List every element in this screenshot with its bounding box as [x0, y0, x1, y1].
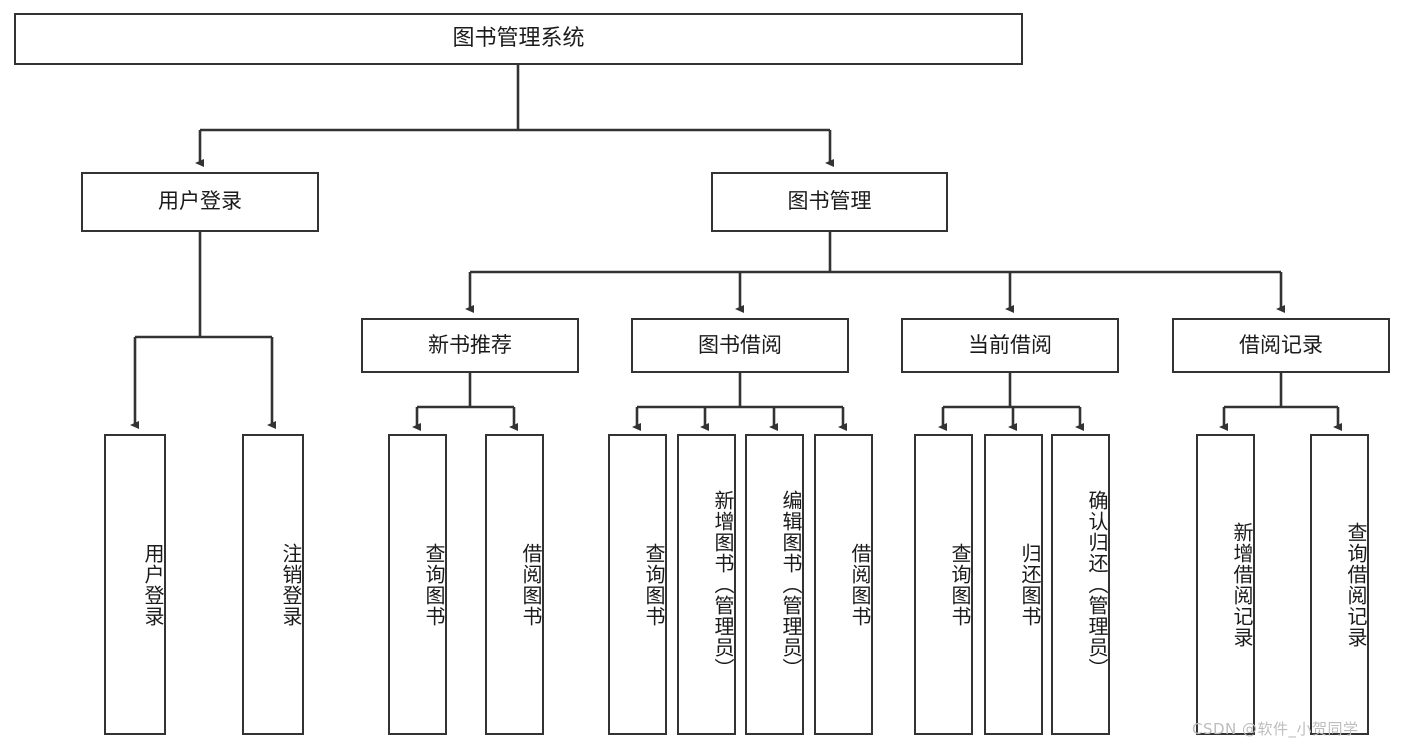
node-label: 确认归还（管理员）	[1085, 490, 1109, 679]
node-user-login[interactable]: 用户登录	[81, 172, 319, 232]
node-leaf-logout[interactable]: 注销登录	[242, 434, 304, 735]
node-leaf-query-borrow-record[interactable]: 查询借阅记录	[1310, 434, 1369, 735]
csdn-watermark: CSDN @软件_小贺同学	[1192, 720, 1359, 738]
node-leaf-edit-book-admin[interactable]: 编辑图书（管理员）	[745, 434, 804, 735]
node-label: 归还图书	[1018, 542, 1042, 627]
node-label: 新增图书（管理员）	[711, 490, 735, 679]
node-leaf-query-book-recommend[interactable]: 查询图书	[388, 434, 447, 735]
node-label: 注销登录	[279, 542, 303, 627]
node-label: 借阅图书	[848, 542, 872, 627]
node-label: 新增借阅记录	[1230, 521, 1254, 648]
node-label: 用户登录	[141, 542, 165, 627]
node-book-management[interactable]: 图书管理	[711, 172, 948, 232]
node-leaf-user-login[interactable]: 用户登录	[104, 434, 166, 735]
node-leaf-query-book-current[interactable]: 查询图书	[914, 434, 973, 735]
node-borrow-record[interactable]: 借阅记录	[1172, 318, 1390, 373]
node-leaf-confirm-return-admin[interactable]: 确认归还（管理员）	[1051, 434, 1110, 735]
node-book-borrow[interactable]: 图书借阅	[631, 318, 849, 373]
node-leaf-query-book-borrow[interactable]: 查询图书	[608, 434, 667, 735]
node-label: 查询图书	[642, 542, 666, 627]
node-label: 编辑图书（管理员）	[779, 490, 803, 679]
node-root-system[interactable]: 图书管理系统	[14, 13, 1023, 65]
node-label: 借阅图书	[519, 542, 543, 627]
node-current-borrow[interactable]: 当前借阅	[901, 318, 1119, 373]
node-label: 查询图书	[948, 542, 972, 627]
node-leaf-add-borrow-record[interactable]: 新增借阅记录	[1196, 434, 1255, 735]
node-new-book-recommend[interactable]: 新书推荐	[361, 318, 579, 373]
node-leaf-return-book[interactable]: 归还图书	[984, 434, 1043, 735]
node-label: 查询借阅记录	[1344, 521, 1368, 648]
node-label: 查询图书	[422, 542, 446, 627]
node-leaf-add-book-admin[interactable]: 新增图书（管理员）	[677, 434, 736, 735]
node-leaf-borrow-book[interactable]: 借阅图书	[814, 434, 873, 735]
node-leaf-borrow-book-recommend[interactable]: 借阅图书	[485, 434, 544, 735]
